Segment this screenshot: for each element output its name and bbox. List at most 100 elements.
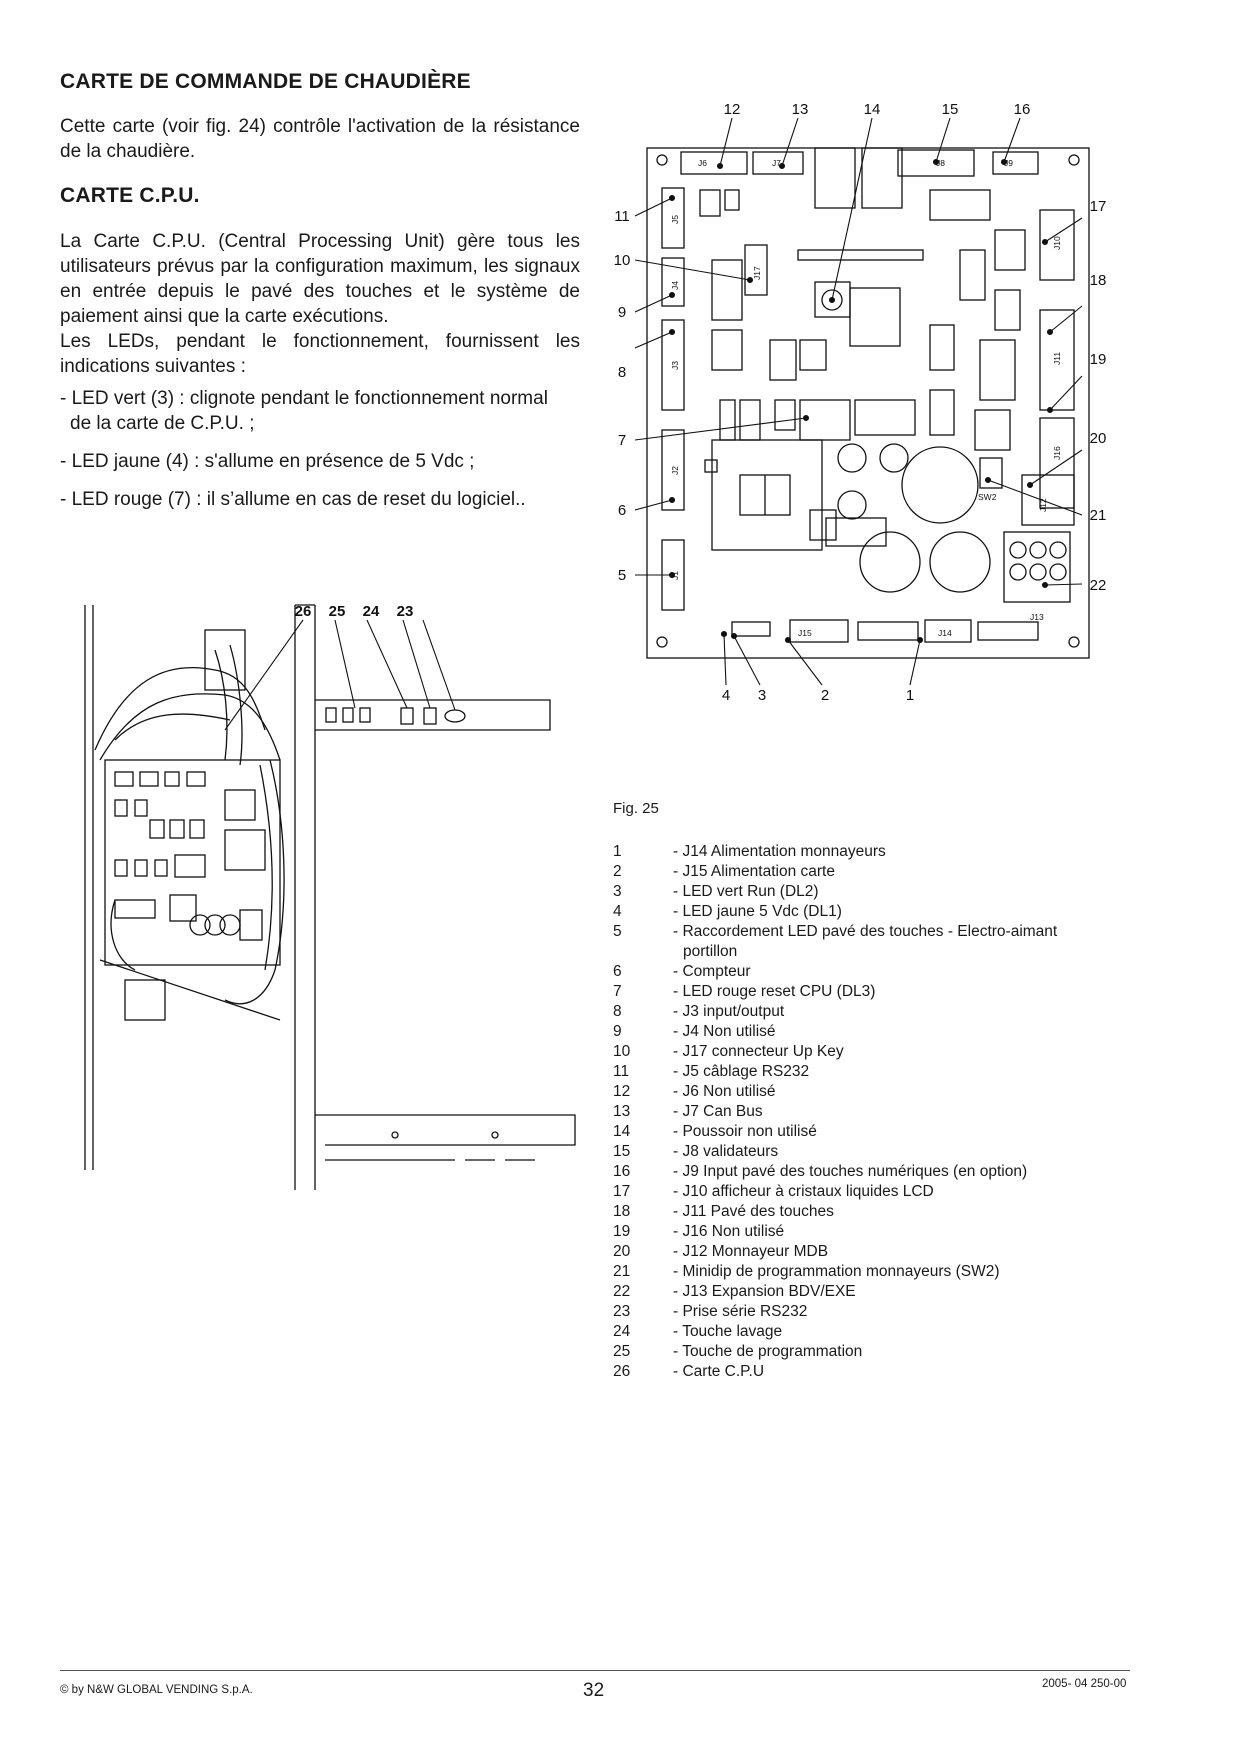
led-green-text-cont: de la carte de C.P.U. ; [70, 413, 255, 434]
legend-row: 26- Carte C.P.U [613, 1362, 1113, 1382]
rs232-port [444, 709, 466, 723]
legend-text: - J16 Non utilisé [673, 1223, 785, 1240]
j10-connector [1039, 209, 1075, 281]
legend-num: 6 [613, 963, 622, 980]
legend-num: 22 [613, 1283, 631, 1300]
legend-text: - Touche de programmation [673, 1343, 863, 1360]
j17-connector [744, 244, 768, 296]
callout-11: 11 [614, 208, 630, 225]
section-title-boiler-board: CARTE DE COMMANDE DE CHAUDIÈRE [60, 70, 471, 93]
legend-num: 11 [613, 1063, 630, 1080]
cpu-board-description: La Carte C.P.U. (Central Processing Unit… [60, 231, 580, 327]
footer-copyright: © by N&W GLOBAL VENDING S.p.A. [60, 1684, 253, 1696]
cpu-led-intro: Les LEDs, pendant le fonctionnement, fou… [60, 331, 580, 377]
legend-row: 21- Minidip de programmation monnayeurs … [613, 1262, 1113, 1282]
callout-26: 26 [295, 603, 312, 620]
callout-2: 2 [821, 687, 829, 704]
callout-10: 10 [614, 252, 631, 269]
legend-row: 10 - J17 connecteur Up Key [613, 1042, 1113, 1062]
callout-14: 14 [864, 101, 881, 118]
callout-4: 4 [722, 687, 730, 704]
capacitor-large [901, 446, 979, 524]
callout-3: 3 [758, 687, 766, 704]
label-j7: J7 [772, 158, 781, 168]
cpu-board-installed [104, 759, 281, 966]
label-j13: J13 [1030, 612, 1044, 622]
label-j4: J4 [670, 281, 680, 290]
connector-harness [204, 629, 246, 691]
callout-24: 24 [363, 603, 380, 620]
legend-text: - J15 Alimentation carte [673, 863, 835, 880]
section-text-boiler-board: Cette carte (voir fig. 24) contrôle l'ac… [60, 116, 580, 162]
legend-row: 19 - J16 Non utilisé [613, 1222, 1113, 1242]
callout-8: 8 [618, 364, 626, 381]
legend-num: 19 [613, 1223, 631, 1240]
legend-row: 6 - Compteur [613, 962, 1113, 982]
legend-row: 4- LED jaune 5 Vdc (DL1) [613, 902, 1113, 922]
cpu-chip [849, 287, 901, 347]
j7-connector [752, 151, 804, 175]
transformer-block [711, 439, 823, 551]
callout-19: 19 [1090, 351, 1107, 368]
legend-row: 11- J5 câblage RS232 [613, 1062, 1113, 1082]
legend-row: 13- J7 Can Bus [613, 1102, 1113, 1122]
j2-connector [661, 429, 685, 511]
label-j3: J3 [670, 361, 680, 370]
legend-num: 1 [613, 843, 622, 860]
j3-connector [661, 319, 685, 411]
j12-connector [1021, 474, 1075, 526]
j9-connector [992, 151, 1039, 175]
j13-connector [1003, 531, 1071, 603]
label-j14: J14 [938, 628, 952, 638]
page-number: 32 [583, 1680, 605, 1701]
j16-connector [1039, 417, 1075, 509]
label-j11: J11 [1052, 352, 1062, 365]
j8-connector [897, 149, 975, 177]
label-j12: J12 [1038, 498, 1048, 512]
legend-num: 23 [613, 1303, 631, 1320]
legend-num: 5 [613, 923, 622, 940]
label-j16: J16 [1052, 446, 1062, 460]
label-j8: J8 [936, 158, 945, 168]
label-j10: J10 [1052, 236, 1062, 250]
legend-num: 8 [613, 1003, 622, 1020]
j11-connector [1039, 309, 1075, 411]
led-yellow-text: - LED jaune (4) : s'allume en présence d… [60, 451, 475, 472]
callout-23: 23 [397, 603, 414, 620]
legend-row: 3- LED vert Run (DL2) [613, 882, 1113, 902]
legend-num: 10 [613, 1043, 631, 1060]
callout-25: 25 [329, 603, 346, 620]
legend-text: - Raccordement LED pavé des touches - El… [673, 922, 1113, 962]
figure-label: Fig. 25 [613, 800, 659, 817]
legend-row: 18- J11 Pavé des touches [613, 1202, 1113, 1222]
legend-row: 24- Touche lavage [613, 1322, 1113, 1342]
legend-text: - J13 Expansion BDV/EXE [673, 1283, 856, 1300]
callout-13: 13 [792, 101, 809, 118]
legend-num: 24 [613, 1323, 631, 1340]
legend-row: 20- J12 Monnayeur MDB [613, 1242, 1113, 1262]
callout-1: 1 [906, 687, 914, 704]
legend-text: - J14 Alimentation monnayeurs [673, 843, 886, 860]
legend-text: - Compteur [673, 963, 751, 980]
section-title-cpu-board: CARTE C.P.U. [60, 184, 200, 207]
j15-connector [789, 619, 849, 643]
led-green-text: - LED vert (3) : clignote pendant le fon… [60, 388, 548, 409]
led-yellow-item: - LED jaune (4) : s'allume en présence d… [60, 449, 580, 474]
legend-row: 9- J4 Non utilisé [613, 1022, 1113, 1042]
callout-6: 6 [618, 502, 626, 519]
machine-interior-drawing: 26 25 24 23 [84, 603, 576, 1190]
legend-text: - J17 connecteur Up Key [673, 1043, 844, 1060]
legend-num: 2 [613, 863, 622, 880]
callout-22: 22 [1090, 577, 1107, 594]
j6-connector [680, 151, 748, 175]
legend-row: 16- J9 Input pavé des touches numériques… [613, 1162, 1113, 1182]
washing-button [423, 707, 437, 725]
legend-text: - Carte C.P.U [673, 1363, 765, 1380]
legend-num: 18 [613, 1203, 631, 1220]
legend-num: 15 [613, 1143, 631, 1160]
legend-row: 7- LED rouge reset CPU (DL3) [613, 982, 1113, 1002]
callout-21: 21 [1090, 507, 1107, 524]
legend-text: - LED vert Run (DL2) [673, 883, 819, 900]
callout-9: 9 [618, 304, 626, 321]
legend-num: 9 [613, 1023, 622, 1040]
